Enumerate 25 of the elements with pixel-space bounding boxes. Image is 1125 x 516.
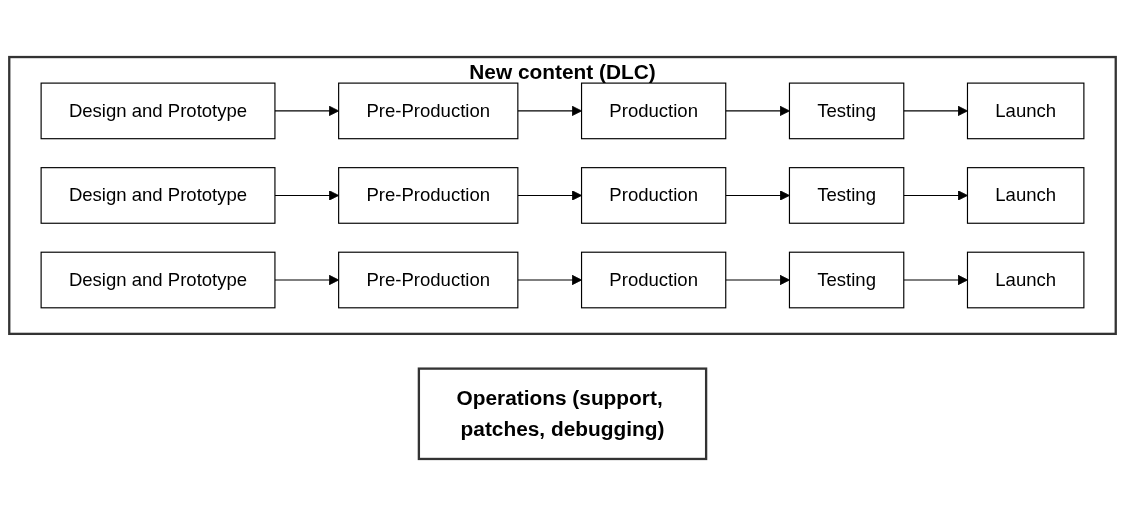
node-box: Pre-Production xyxy=(338,167,519,224)
arrow xyxy=(903,105,968,116)
node-box: Design and Prototype xyxy=(40,82,276,140)
node-box: Testing xyxy=(788,251,905,309)
node-box: Launch xyxy=(966,82,1085,140)
node-box: Design and Prototype xyxy=(40,251,276,309)
arrow xyxy=(903,190,968,201)
arrow xyxy=(903,274,968,286)
node-box: Launch xyxy=(966,251,1085,309)
arrow xyxy=(517,274,582,286)
arrow xyxy=(725,274,790,286)
node-box: Production xyxy=(580,167,727,224)
node-box: Operations (support, patches, debugging) xyxy=(417,367,708,461)
node-box: Design and Prototype xyxy=(40,167,276,224)
node-box: Testing xyxy=(788,82,905,140)
node-box: Pre-Production xyxy=(338,251,519,309)
node-box: Testing xyxy=(788,167,905,224)
node-box: Production xyxy=(580,251,727,309)
node-box: Production xyxy=(580,82,727,140)
node-box: Launch xyxy=(966,167,1085,224)
node-box: Pre-Production xyxy=(338,82,519,140)
arrow xyxy=(725,105,790,116)
arrow xyxy=(517,105,582,116)
arrow xyxy=(517,190,582,201)
arrow xyxy=(725,190,790,201)
